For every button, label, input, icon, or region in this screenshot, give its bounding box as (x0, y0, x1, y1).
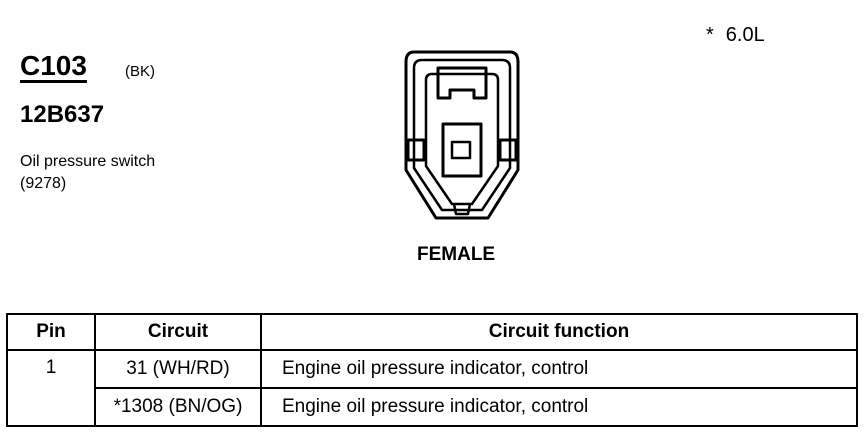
circuit-cell: *1308 (BN/OG) (94, 387, 262, 427)
table-row: 1 31 (WH/RD) Engine oil pressure indicat… (6, 349, 858, 427)
connector-id: C103 (20, 50, 87, 81)
pin-table: Pin Circuit Circuit function 1 31 (WH/RD… (6, 313, 858, 427)
circuit-cell: 31 (WH/RD) (94, 349, 262, 389)
footnote-marker: * (706, 24, 714, 46)
footnote-text: 6.0L (725, 24, 765, 46)
connector-reference-number: (9278) (20, 175, 67, 192)
footnote-legend: * 6.0L (706, 24, 765, 47)
table-header-row: Pin Circuit Circuit function (6, 313, 858, 351)
header-circuit: Circuit (94, 313, 262, 351)
circuit-function-cell: Engine oil pressure indicator, control (260, 387, 858, 427)
table-row: *1308 (BN/OG) Engine oil pressure indica… (7, 387, 858, 427)
pin-number: 1 (6, 349, 96, 427)
circuit-function-cell: Engine oil pressure indicator, control (260, 349, 858, 389)
connector-description: Oil pressure switch (20, 153, 156, 170)
connector-face-diagram (404, 50, 520, 220)
connector-gender-label: FEMALE (417, 244, 496, 265)
part-number: 12B637 (20, 101, 105, 128)
connector-color: (BK) (125, 63, 155, 80)
header-pin: Pin (6, 313, 96, 351)
header-circuit-function: Circuit function (260, 313, 858, 351)
